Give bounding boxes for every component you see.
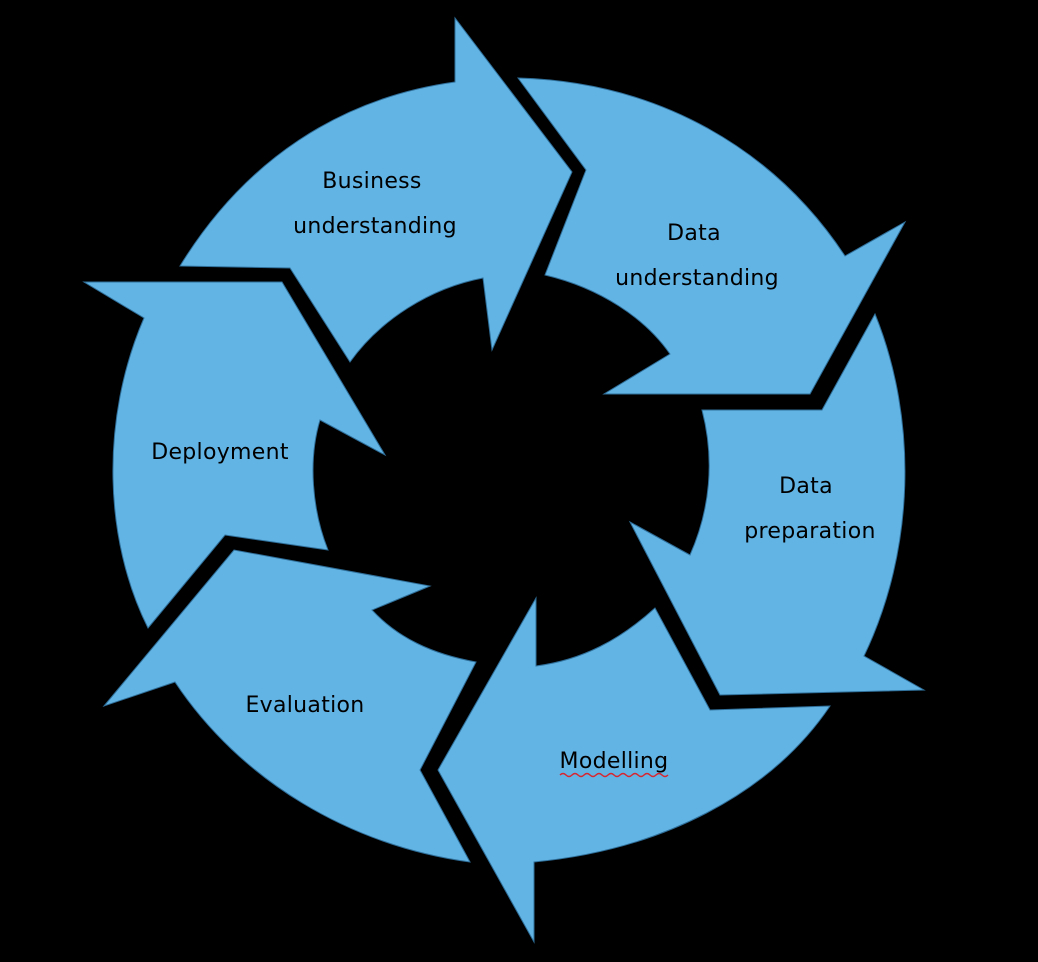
- label-deployment: Deployment: [151, 440, 289, 465]
- arrow-modelling: [437, 596, 831, 944]
- segment-data-preparation: Data preparation: [628, 312, 926, 696]
- spellcheck-underline-modelling: [559, 772, 669, 778]
- segment-business-understanding: Business understanding: [179, 16, 573, 363]
- label-business-understanding-line-1: Business: [322, 169, 421, 194]
- segment-modelling: Modelling: [437, 596, 831, 944]
- segment-deployment: Deployment: [82, 281, 387, 629]
- segment-evaluation: Evaluation: [102, 549, 477, 863]
- label-modelling: Modelling: [560, 749, 669, 774]
- arrow-data-understanding: [516, 77, 907, 395]
- label-evaluation: Evaluation: [245, 693, 364, 718]
- label-data-preparation-line-2: preparation: [744, 519, 875, 544]
- arrow-business-understanding: [179, 16, 573, 363]
- arrow-deployment: [82, 281, 387, 629]
- label-data-understanding-line-2: understanding: [615, 266, 779, 291]
- arrow-evaluation: [102, 549, 477, 863]
- label-data-preparation-line-1: Data: [779, 474, 833, 499]
- segment-data-understanding: Data understanding: [516, 77, 907, 395]
- label-business-understanding-line-2: understanding: [293, 214, 457, 239]
- label-data-understanding-line-1: Data: [667, 221, 721, 246]
- arrow-data-preparation: [628, 312, 926, 696]
